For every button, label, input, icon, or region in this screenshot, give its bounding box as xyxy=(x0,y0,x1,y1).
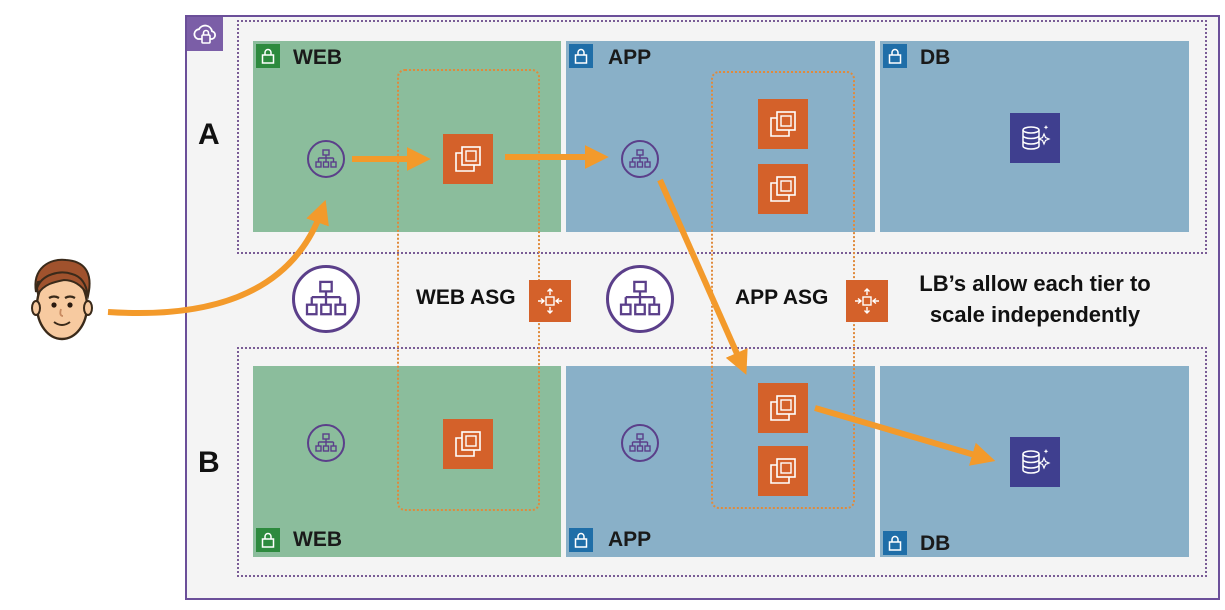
ec2-instance-icon-app-a1 xyxy=(758,99,808,149)
load-balancer-icon-web-b xyxy=(307,424,345,462)
scaling-note-line-1: LB’s allow each tier to xyxy=(919,271,1151,296)
load-balancer-icon-web-tier xyxy=(292,265,360,333)
lock-icon xyxy=(883,44,907,68)
app-subnet-b xyxy=(566,366,875,557)
rds-database-icon-b xyxy=(1010,437,1060,487)
subnet-label-app-b: APP xyxy=(608,528,652,551)
ec2-instance-icon-web-a xyxy=(443,134,493,184)
web-subnet-a xyxy=(253,41,561,232)
ec2-instance-icon-web-b xyxy=(443,419,493,469)
lock-icon xyxy=(569,528,593,552)
ec2-instance-icon-app-b1 xyxy=(758,383,808,433)
load-balancer-icon-app-a xyxy=(621,140,659,178)
auto-scaling-icon-app xyxy=(846,280,888,322)
auto-scaling-icon-web xyxy=(529,280,571,322)
lock-icon xyxy=(256,44,280,68)
ec2-instance-icon-app-b2 xyxy=(758,446,808,496)
subnet-label-web-a: WEB xyxy=(293,46,342,69)
rds-database-icon-a xyxy=(1010,113,1060,163)
scaling-note-line-2: scale independently xyxy=(929,302,1141,327)
subnet-label-db-a: DB xyxy=(920,46,951,69)
user-avatar-icon xyxy=(22,254,102,349)
app-asg-label: APP ASG xyxy=(733,286,831,310)
load-balancer-icon-web-a xyxy=(307,140,345,178)
scaling-note: LB’s allow each tier to scale independen… xyxy=(895,268,1175,330)
az-label-b: B xyxy=(198,446,220,479)
load-balancer-icon-app-tier xyxy=(606,265,674,333)
vpc-cloud-icon xyxy=(187,17,223,51)
lock-icon xyxy=(256,528,280,552)
subnet-label-db-b: DB xyxy=(920,532,951,555)
load-balancer-icon-app-b xyxy=(621,424,659,462)
lock-icon xyxy=(883,531,907,555)
web-subnet-b xyxy=(253,366,561,557)
subnet-label-web-b: WEB xyxy=(293,528,342,551)
web-asg-label: WEB ASG xyxy=(414,286,518,310)
lock-icon xyxy=(569,44,593,68)
ec2-instance-icon-app-a2 xyxy=(758,164,808,214)
az-label-a: A xyxy=(198,118,220,151)
subnet-label-app-a: APP xyxy=(608,46,652,69)
